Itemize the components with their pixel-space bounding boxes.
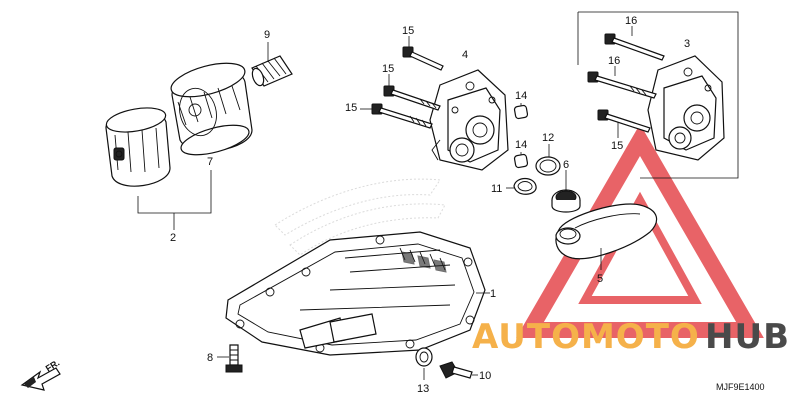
callout-6: 6 [563, 159, 569, 171]
o-ring-12 [535, 156, 561, 176]
callout-1: 1 [490, 288, 496, 300]
callout-11: 11 [491, 183, 502, 195]
callout-12: 12 [542, 132, 554, 144]
callout-10: 10 [479, 370, 491, 382]
callout-8: 8 [207, 352, 213, 364]
watermark-text-automoto: AUTOMOTO [472, 317, 700, 357]
callout-16-top: 16 [625, 15, 637, 27]
callout-16-middle: 16 [608, 55, 620, 67]
callout-7: 7 [207, 156, 213, 168]
callout-13: 13 [417, 383, 429, 395]
front-direction-arrow [20, 367, 61, 391]
callout-14-upper: 14 [515, 90, 527, 102]
dowel-pin-upper [513, 104, 529, 120]
sealing-washer [415, 347, 433, 367]
diagram-code: MJF9E1400 [716, 382, 765, 392]
oil-strainer [555, 203, 658, 260]
oil-seal [551, 189, 581, 213]
callout-15-top: 15 [402, 25, 414, 37]
callout-15-middle: 15 [382, 63, 394, 75]
callout-3: 3 [684, 38, 690, 50]
watermark-text-hub: HUB [705, 317, 790, 357]
callout-2: 2 [170, 232, 176, 244]
pump-bolt-top [402, 46, 444, 71]
flange-bolt-8 [225, 344, 243, 373]
inset-frame [577, 11, 739, 179]
callout-labels: 1 2 3 4 5 6 7 8 9 10 11 12 13 14 14 15 1… [170, 15, 690, 395]
drain-bolt [439, 361, 473, 379]
watermark-logo: AUTOMOTO HUB [472, 317, 790, 357]
callout-15-inset: 15 [611, 140, 623, 152]
o-ring-11 [513, 177, 537, 195]
pump-bolt-lower [371, 103, 433, 129]
stud-bolt [251, 55, 293, 87]
callout-5: 5 [597, 273, 603, 285]
pump-bolt-middle [383, 85, 441, 111]
assy-bolt-top [604, 33, 665, 61]
assy-bolt-middle [587, 71, 657, 99]
dowel-pin-lower [513, 153, 529, 169]
oil-pump [429, 69, 509, 171]
oil-filter [170, 62, 253, 156]
callout-bracket-2 [137, 170, 212, 214]
brand-wing-watermark [274, 178, 446, 256]
oil-filter-cap [105, 107, 171, 187]
callout-4: 4 [462, 49, 468, 61]
callout-15-lower: 15 [345, 102, 357, 114]
callout-14-lower: 14 [515, 139, 527, 151]
assy-bolt-lower [597, 109, 651, 133]
oil-pan [225, 231, 486, 356]
callout-9: 9 [264, 29, 270, 41]
oil-pump-assy [647, 55, 725, 161]
